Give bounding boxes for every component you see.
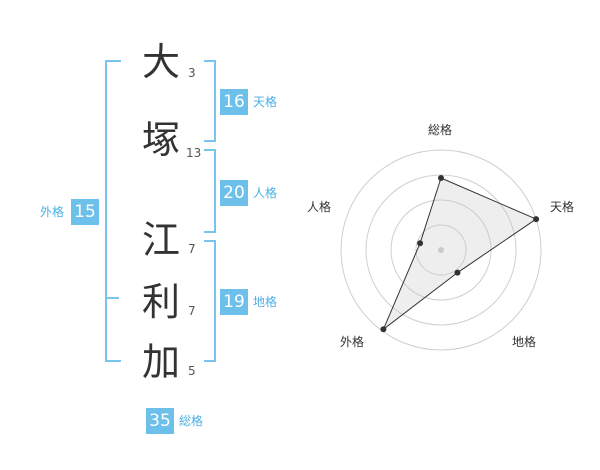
- stroke-count-2: 13: [186, 146, 202, 160]
- radar-polygon: [382, 177, 538, 331]
- radar-label-soukaku: 総格: [428, 123, 453, 137]
- radar-label-jinkaku: 人格: [307, 200, 332, 214]
- chikaku-label: 地格: [253, 295, 278, 309]
- tenkaku-bracket: [204, 60, 216, 142]
- soukaku-value: 35: [146, 408, 174, 434]
- radar-ring: [415, 224, 467, 276]
- radar-label-gaikaku: 外格: [340, 335, 365, 349]
- jinkaku-label: 人格: [253, 186, 278, 200]
- stroke-count-5: 5: [188, 364, 196, 378]
- gaikaku-bracket: [105, 60, 121, 362]
- gaikaku-label: 外格: [40, 205, 65, 219]
- radar-label-tenkaku: 天格: [550, 200, 575, 214]
- chikaku-bracket: [204, 240, 216, 362]
- radar-point-3: [380, 326, 387, 333]
- name-char-3: 江: [142, 218, 181, 262]
- name-char-1: 大: [142, 40, 181, 84]
- radar-point-2: [454, 269, 461, 276]
- stroke-count-3: 7: [188, 242, 196, 256]
- radar-label-chikaku: 地格: [512, 335, 537, 349]
- radar-point-0: [438, 175, 444, 181]
- chikaku-value: 19: [220, 289, 248, 315]
- gaikaku-bracket-divider: [105, 297, 119, 299]
- name-char-2: 塚: [142, 118, 181, 162]
- tenkaku-label: 天格: [253, 95, 278, 109]
- radar-point-4: [417, 240, 424, 247]
- name-char-4: 利: [142, 280, 181, 324]
- stroke-count-1: 3: [188, 66, 196, 80]
- radar-ring: [340, 149, 542, 351]
- soukaku-label: 総格: [179, 414, 204, 428]
- stroke-count-4: 7: [188, 304, 196, 318]
- jinkaku-bracket: [204, 149, 216, 233]
- name-char-5: 加: [142, 340, 181, 384]
- radar-point-1: [533, 216, 540, 223]
- tenkaku-value: 16: [220, 89, 248, 115]
- gaikaku-value: 15: [71, 199, 99, 225]
- jinkaku-value: 20: [220, 180, 248, 206]
- radar-center: [438, 247, 444, 253]
